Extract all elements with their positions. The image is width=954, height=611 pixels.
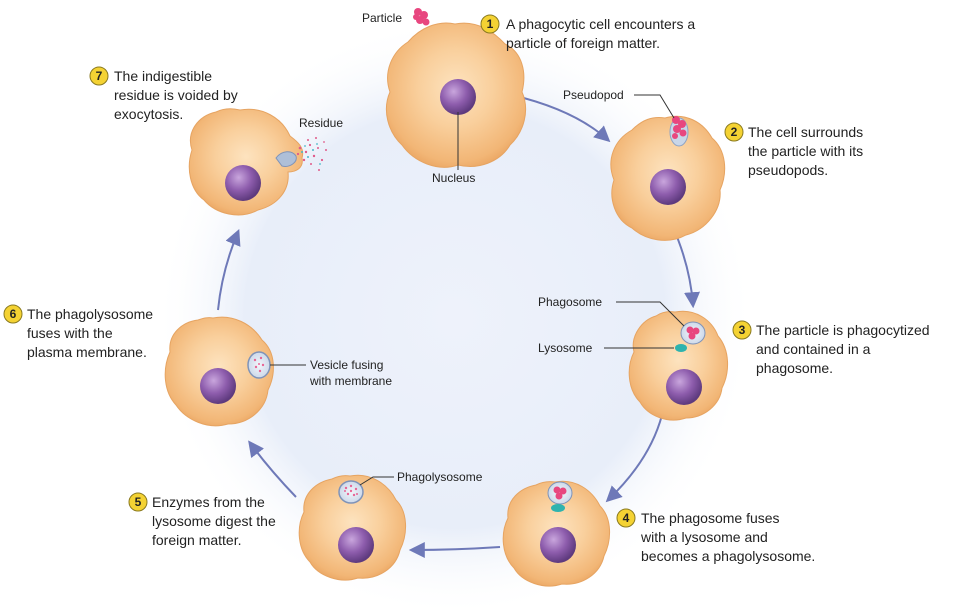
step-badge-7: 7 xyxy=(89,66,109,86)
cell-2-nucleus xyxy=(650,169,686,205)
cell-5-nucleus xyxy=(338,527,374,563)
exocytosis-opening xyxy=(275,151,297,167)
step-badge-3: 3 xyxy=(732,320,752,340)
pseudopod-leader xyxy=(634,94,675,119)
structure-labels: Particle Nucleus Pseudopod Phagosome Lys… xyxy=(299,11,624,484)
cell-3-nucleus xyxy=(666,369,702,405)
step-badge-2-num: 2 xyxy=(731,125,738,139)
step-1-text: A phagocytic cell encounters a particle … xyxy=(506,16,699,51)
step-3-text: The particle is phagocytized and contain… xyxy=(756,322,933,376)
arrow-5-to-6 xyxy=(248,440,297,498)
label-lysosome: Lysosome xyxy=(538,341,593,355)
expelled-residue-teal xyxy=(301,143,321,165)
step-badge-6: 6 xyxy=(3,304,23,324)
label-pseudopod: Pseudopod xyxy=(563,88,624,102)
arrow-3-to-4 xyxy=(605,414,663,503)
step-badge-4: 4 xyxy=(616,508,636,528)
particle-1 xyxy=(413,8,430,26)
step-5-text: Enzymes from the lysosome digest the for… xyxy=(152,494,280,548)
cell-1 xyxy=(386,8,526,168)
cell-7-body xyxy=(188,108,304,216)
arrow-4-to-5 xyxy=(408,541,501,558)
cell-6-nucleus xyxy=(200,368,236,404)
label-nucleus: Nucleus xyxy=(432,171,475,185)
label-particle: Particle xyxy=(362,11,402,25)
cycle-arrows xyxy=(217,94,701,558)
step-7-text: The indigestible residue is voided by ex… xyxy=(114,68,242,122)
cell-5 xyxy=(298,474,406,581)
residue-in-vesicle-6 xyxy=(253,356,265,373)
cell-2 xyxy=(610,115,726,241)
cell-7 xyxy=(188,108,327,216)
step-badge-3-num: 3 xyxy=(739,323,746,337)
phagolysosome-leader xyxy=(359,476,394,486)
cell-3 xyxy=(628,310,728,421)
label-vesicle: Vesicle fusing with membrane xyxy=(309,358,392,388)
label-phagosome: Phagosome xyxy=(538,295,602,309)
phagosome-leader xyxy=(616,301,685,327)
step-badge-5: 5 xyxy=(128,492,148,512)
step-badge-1-num: 1 xyxy=(487,17,494,31)
arrow-1-to-2 xyxy=(511,94,611,143)
step-2-text: The cell surrounds the particle with its… xyxy=(748,124,867,178)
arrow-6-to-7 xyxy=(217,229,241,311)
step-badge-1: 1 xyxy=(480,14,500,34)
background-glow xyxy=(155,18,755,611)
step-badges: 1 2 3 4 5 6 7 xyxy=(3,14,752,528)
cell-4 xyxy=(502,480,610,587)
particle-3 xyxy=(686,326,700,340)
step-badge-7-num: 7 xyxy=(96,69,103,83)
particle-4 xyxy=(553,486,567,500)
leader-lines xyxy=(270,94,685,486)
step-badge-2: 2 xyxy=(724,122,744,142)
cell-4-nucleus xyxy=(540,527,576,563)
lysosome-4 xyxy=(551,504,565,512)
expelled-residue xyxy=(296,137,327,171)
label-residue: Residue xyxy=(299,116,343,130)
cell-1-nucleus xyxy=(440,79,476,115)
step-badge-5-num: 5 xyxy=(135,495,142,509)
cell-7-nucleus xyxy=(225,165,261,201)
label-phagolysosome: Phagolysosome xyxy=(397,470,483,484)
cell-6 xyxy=(164,316,274,427)
step-badge-6-num: 6 xyxy=(10,307,17,321)
lysosome-3 xyxy=(675,344,687,352)
step-badge-4-num: 4 xyxy=(623,511,630,525)
step-captions: A phagocytic cell encounters a particle … xyxy=(27,16,933,564)
digested-matter-5 xyxy=(344,484,358,497)
step-6-text: The phagolysosome fuses with the plasma … xyxy=(27,306,157,360)
step-4-text: The phagosome fuses with a lysosome and … xyxy=(640,510,815,564)
